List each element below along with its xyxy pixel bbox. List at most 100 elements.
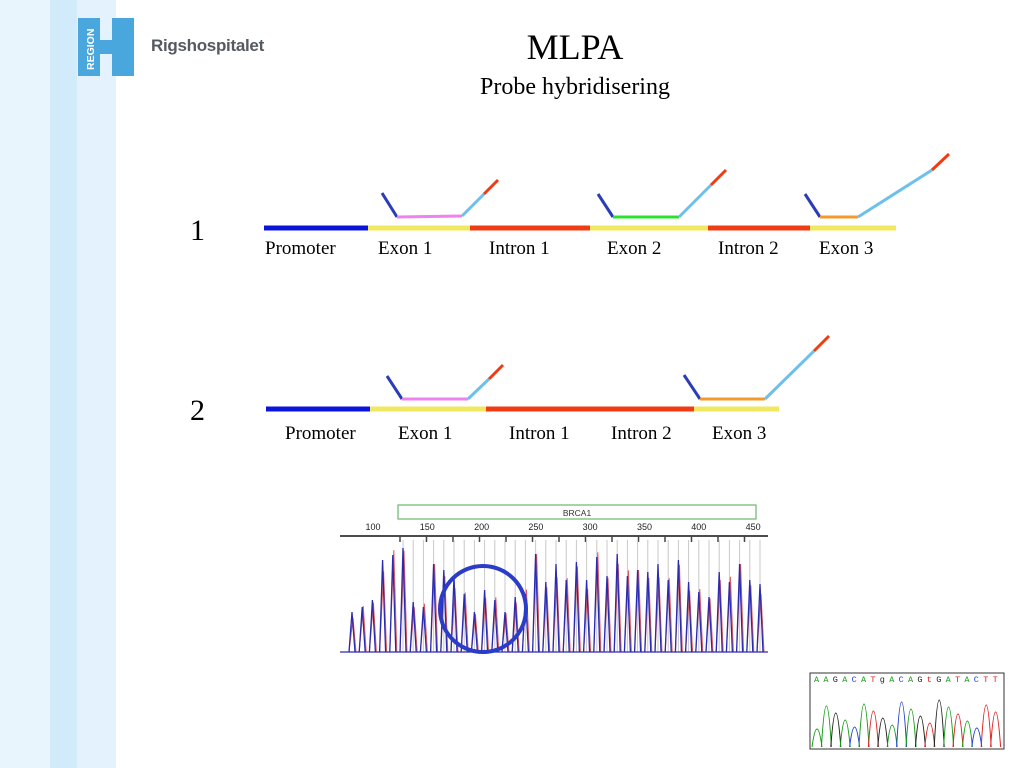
peak-sample <box>491 599 499 653</box>
label-exon2-1: Exon 2 <box>607 238 662 259</box>
peak-sample <box>419 606 428 653</box>
sequence-base: T <box>955 675 960 685</box>
probe-exon2-1 <box>596 168 728 219</box>
peak-sample <box>501 611 509 653</box>
sequence-peak <box>877 717 889 748</box>
highlight-circle <box>438 564 528 654</box>
sequence-base: A <box>908 675 914 685</box>
peak-sample <box>552 563 560 653</box>
peak-sample <box>746 579 754 653</box>
axis-tick-label: 250 <box>528 522 543 532</box>
axis-tick-label: 400 <box>691 522 706 532</box>
peak-sample <box>409 601 417 653</box>
sequence-base: t <box>927 675 932 685</box>
label-exon1-1: Exon 1 <box>378 238 433 259</box>
sequence-base: G <box>833 675 838 685</box>
axis-tick-label: 450 <box>746 522 761 532</box>
sequence-base: T <box>983 675 988 685</box>
probe-exon1-2 <box>385 363 505 401</box>
sequence-base: A <box>946 675 952 685</box>
peak-sample <box>470 611 479 653</box>
sequence-peak <box>858 703 870 748</box>
sequence-peak <box>839 719 851 748</box>
region-h-logo: REGION <box>78 18 134 76</box>
axis-tick-label: 350 <box>637 522 652 532</box>
peak-sample <box>715 571 723 653</box>
sequence-base: T <box>993 675 998 685</box>
logo-text: Rigshospitalet <box>151 36 264 55</box>
label-exon1-2: Exon 1 <box>398 423 453 444</box>
diagram-number-1: 1 <box>190 214 205 247</box>
probe-exon1-1 <box>380 178 500 219</box>
sequence-peak <box>896 701 908 748</box>
probe-exon3-1 <box>803 152 951 219</box>
sequence-peak <box>952 713 964 748</box>
peak-sample <box>633 569 642 653</box>
peak-sample <box>705 596 713 653</box>
peak-sample <box>582 579 591 653</box>
sequence-peak <box>961 720 973 748</box>
sequence-peak <box>990 711 1002 748</box>
sequence-peak <box>849 726 861 748</box>
sequence-peak <box>820 705 832 748</box>
sequence-base: A <box>823 675 829 685</box>
peak-sample <box>593 556 601 653</box>
axis-tick-label: 200 <box>474 522 489 532</box>
peak-sample <box>378 559 387 653</box>
gene-label: BRCA1 <box>563 508 592 518</box>
peak-sample <box>348 611 356 653</box>
sequence-base: C <box>899 675 904 685</box>
peak-sample <box>542 581 550 653</box>
peak-sample <box>562 579 570 653</box>
sequence-peak <box>914 715 926 748</box>
peak-sample <box>389 554 397 653</box>
peak-sample <box>358 606 366 653</box>
peak-sample <box>572 561 581 653</box>
gene-box <box>397 504 757 520</box>
sequence-base: C <box>974 675 979 685</box>
sequence-peak <box>811 728 823 748</box>
peak-sample <box>368 599 377 653</box>
sequence-peak <box>943 706 955 748</box>
peak-sample <box>684 581 693 653</box>
diagram-number-2: 2 <box>190 394 205 427</box>
label-promoter-2: Promoter <box>285 423 356 444</box>
label-intron1-2: Intron 1 <box>509 423 570 444</box>
peak-sample <box>654 563 662 653</box>
sequence-peak <box>905 708 917 748</box>
sequence-base: T <box>870 675 875 685</box>
axis-tick-label: 300 <box>583 522 598 532</box>
page-title: MLPA <box>526 27 624 67</box>
peak-sample <box>674 559 683 653</box>
sequence-base: A <box>842 675 848 685</box>
sequence-peak <box>867 710 879 748</box>
axis-tick-label: 100 <box>365 522 380 532</box>
peak-sample <box>735 563 744 653</box>
probe-exon3-2 <box>682 334 831 401</box>
page-subtitle: Probe hybridisering <box>480 74 670 100</box>
sequence-peak <box>830 712 842 748</box>
peak-sample <box>603 575 611 653</box>
label-exon3-2: Exon 3 <box>712 423 767 444</box>
label-intron2-2: Intron 2 <box>611 423 672 444</box>
axis-tick-label: 150 <box>420 522 435 532</box>
sequence-base: A <box>889 675 895 685</box>
peak-sample <box>613 553 621 653</box>
peak-sample <box>664 579 672 653</box>
sequence-base: A <box>861 675 867 685</box>
peak-sample <box>695 591 703 653</box>
peak-sample <box>756 583 764 653</box>
peak-sample <box>725 581 734 653</box>
label-promoter-1: Promoter <box>265 238 336 259</box>
sequence-peak <box>924 722 936 748</box>
sequence-peak <box>886 724 898 748</box>
logo-badge-text: REGION <box>85 29 97 70</box>
peak-sample <box>429 563 438 653</box>
sequence-base: g <box>880 675 885 685</box>
peak-sample <box>644 571 652 653</box>
peak-sample <box>480 589 489 653</box>
peak-sample <box>531 553 540 653</box>
sequence-base: G <box>917 675 922 685</box>
label-exon3-1: Exon 3 <box>819 238 874 259</box>
